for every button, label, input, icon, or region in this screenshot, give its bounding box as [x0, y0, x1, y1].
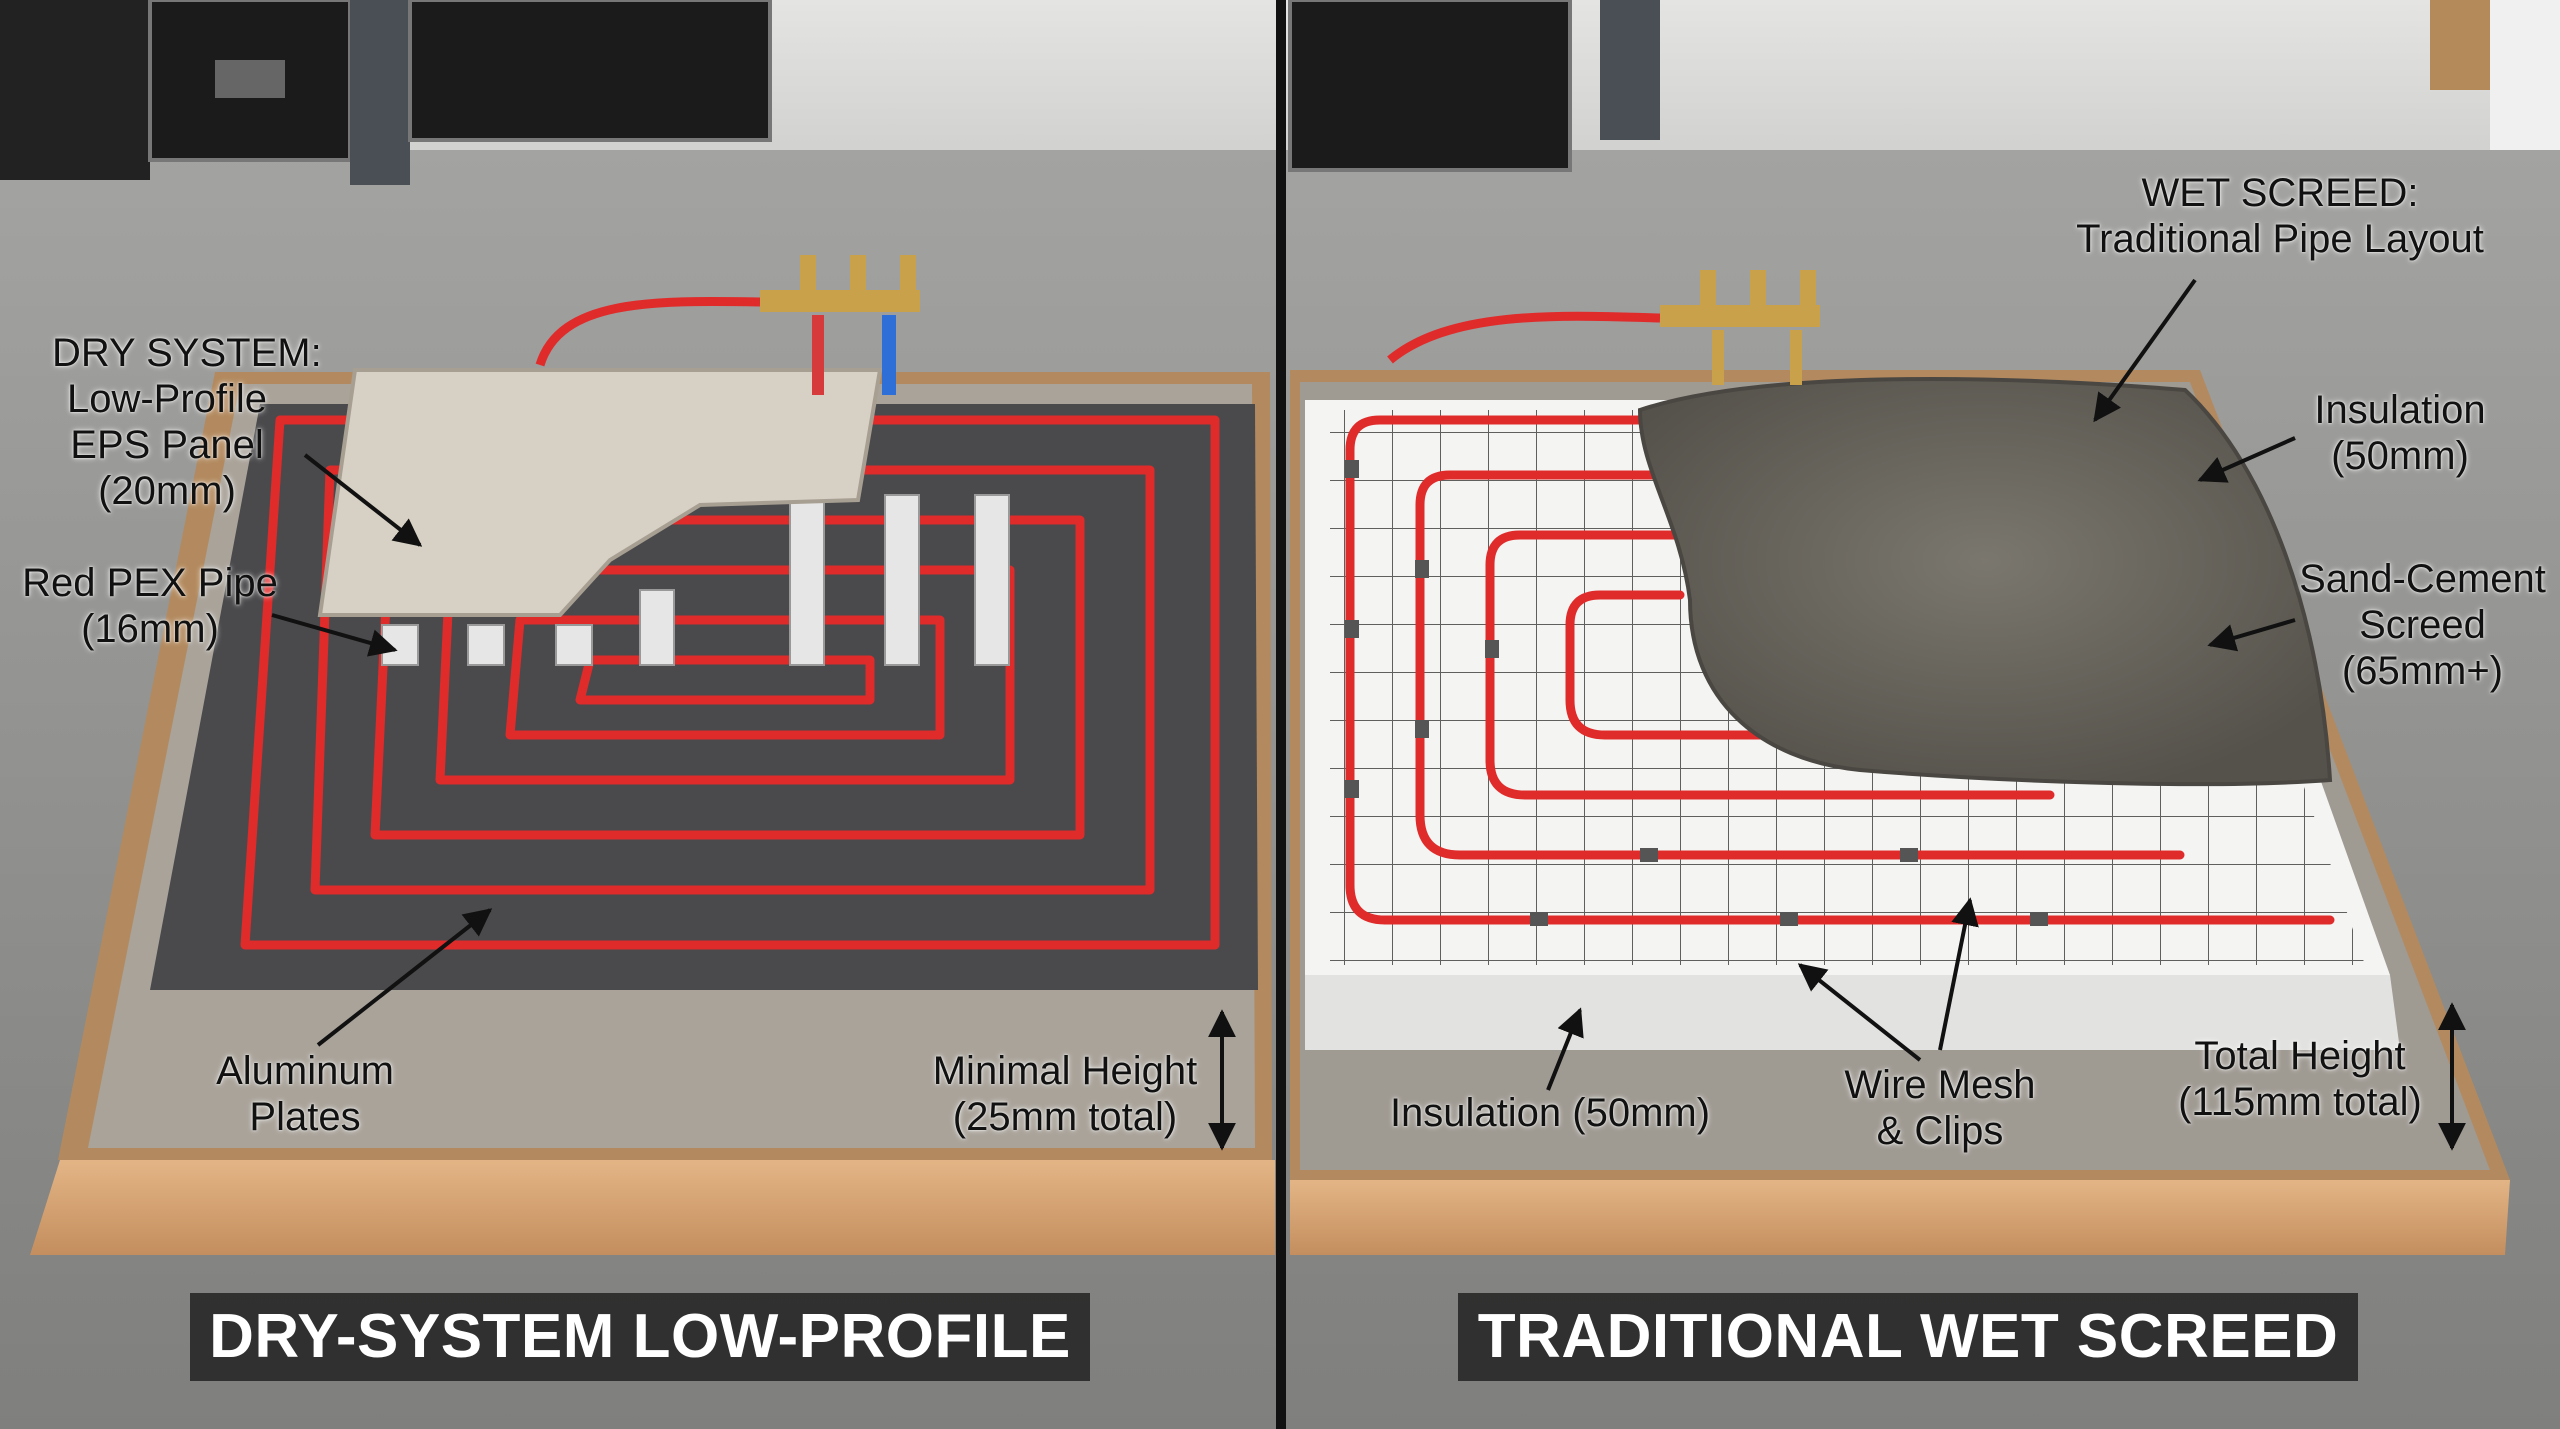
arrow-wire-mesh-2	[1797, 963, 1922, 1062]
label-insulation-top: Insulation (50mm)	[2290, 387, 2510, 479]
arrow-sand-cement	[2207, 618, 2296, 652]
center-divider	[1276, 0, 1286, 1429]
label-wet-screed: WET SCREED: Traditional Pipe Layout	[2060, 170, 2500, 262]
label-line: & Clips	[1876, 1109, 2004, 1153]
label-line: Sand-Cement	[2299, 557, 2546, 601]
label-line: WET SCREED:	[2141, 171, 2419, 215]
label-line: Low-Profile	[66, 377, 268, 421]
label-line: DRY SYSTEM:	[52, 331, 322, 375]
label-line: Total Height	[2194, 1034, 2406, 1078]
label-line: (20mm)	[98, 469, 236, 513]
aluminum-plates	[381, 494, 1010, 666]
label-line: (65mm+)	[2341, 649, 2504, 693]
banner-dry-system: DRY-SYSTEM LOW-PROFILE	[190, 1293, 1090, 1381]
banner-wet-screed: TRADITIONAL WET SCREED	[1458, 1293, 2358, 1381]
label-line: Minimal Height	[932, 1049, 1198, 1093]
pipe-clips	[1345, 460, 2048, 926]
label-line: Wire Mesh	[1844, 1063, 2036, 1107]
arrow-insulation-bottom	[1546, 1007, 1584, 1091]
label-line: Plates	[249, 1095, 361, 1139]
arrow-aluminum	[316, 908, 493, 1047]
label-total-height: Total Height (115mm total)	[2165, 1033, 2435, 1125]
arrow-dry-system	[303, 453, 423, 547]
label-pex-pipe: Red PEX Pipe (16mm)	[15, 560, 285, 652]
pex-pipe-serpentine	[1345, 415, 2335, 925]
wet-screed-rig	[1290, 270, 2510, 1255]
label-minimal-height: Minimal Height (25mm total)	[910, 1048, 1220, 1140]
label-line: (50mm)	[2331, 434, 2469, 478]
manifold-right	[1387, 270, 1820, 385]
label-line: EPS Panel	[70, 423, 264, 467]
annotation-arrows	[271, 278, 2296, 1091]
dry-system-rig	[30, 255, 1275, 1255]
label-line: Red PEX Pipe	[22, 561, 278, 605]
label-line: Screed	[2359, 603, 2486, 647]
label-line: Insulation	[2314, 388, 2486, 432]
label-wire-mesh: Wire Mesh & Clips	[1830, 1062, 2050, 1154]
sand-cement-screed	[1637, 376, 2333, 787]
label-line: (115mm total)	[2178, 1080, 2422, 1124]
arrow-pex-pipe	[271, 613, 398, 657]
top-dry-panel	[317, 368, 883, 617]
label-line: (16mm)	[81, 607, 219, 651]
label-line: Traditional Pipe Layout	[2076, 217, 2484, 261]
arrow-wet-screed	[2093, 278, 2197, 423]
wood-frame-right	[1290, 1180, 2510, 1255]
arrow-wire-mesh-1	[1938, 897, 1979, 1051]
label-aluminum-plates: Aluminum Plates	[200, 1048, 410, 1140]
label-line: (25mm total)	[952, 1095, 1178, 1139]
flight-cases	[0, 0, 2560, 185]
arrow-insulation-top	[2197, 436, 2296, 483]
label-dry-system: DRY SYSTEM: Low-Profile EPS Panel (20mm)	[52, 330, 322, 514]
manifold-left	[535, 255, 920, 395]
label-line: Insulation (50mm)	[1389, 1091, 1711, 1135]
label-line: Aluminum	[216, 1049, 394, 1093]
wood-frame-left	[30, 1160, 1275, 1255]
label-sand-cement: Sand-Cement Screed (65mm+)	[2285, 556, 2560, 694]
label-insulation-bottom: Insulation (50mm)	[1370, 1090, 1730, 1136]
